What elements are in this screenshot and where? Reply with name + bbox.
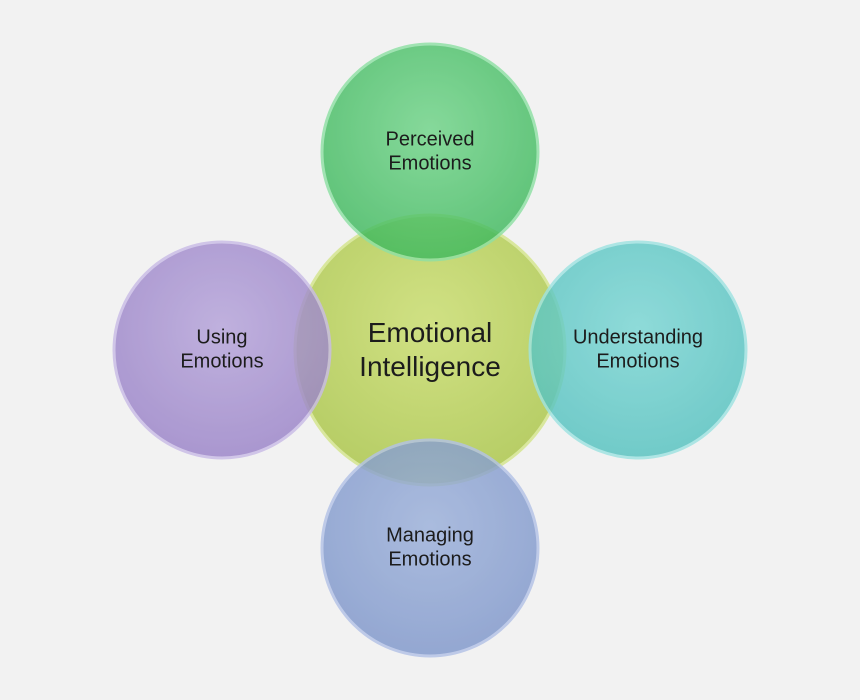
bottom-label-line-2: Emotions — [388, 549, 472, 571]
left-label-line-1: Using — [196, 326, 248, 349]
top-circle — [320, 42, 540, 262]
right-label-line-2: Emotions — [596, 351, 680, 373]
right-label-line-1: Understanding — [572, 326, 704, 349]
left-label: Using Emotions — [180, 326, 263, 375]
bottom-label-line-1: Managing — [386, 524, 474, 547]
top-label-line-2: Emotions — [388, 153, 472, 175]
left-label-line-2: Emotions — [180, 351, 264, 373]
center-label-line-1: Emotional — [367, 316, 493, 348]
top-label: Perceived Emotions — [386, 128, 475, 177]
top-label-line-1: Perceived — [385, 128, 475, 151]
right-circle — [528, 240, 748, 460]
bottom-circle — [320, 438, 540, 658]
bottom-label: Managing Emotions — [386, 524, 474, 573]
left-circle — [112, 240, 332, 460]
center-label: Emotional Intelligence — [359, 316, 501, 384]
right-label: Understanding Emotions — [573, 326, 703, 375]
center-label-line-2: Intelligence — [359, 351, 501, 382]
